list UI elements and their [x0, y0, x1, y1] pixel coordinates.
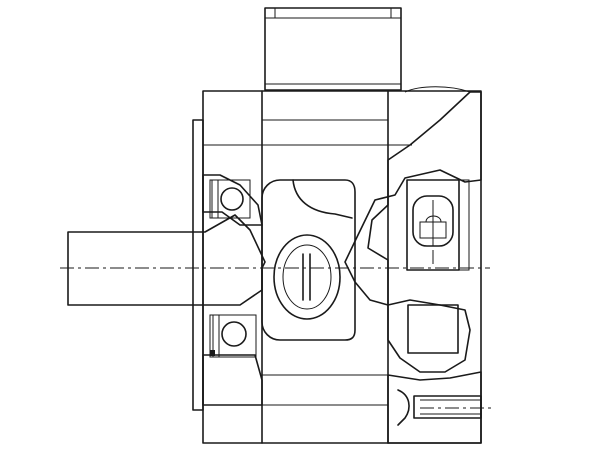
input-shaft [67, 214, 266, 306]
side-cover [404, 86, 471, 271]
universal-joint [261, 179, 356, 341]
centerlines [60, 200, 492, 409]
top-cap [264, 7, 402, 91]
right-gear-section [344, 91, 482, 444]
lower-bearing-housing [202, 314, 263, 406]
upper-bearing-housing [202, 174, 263, 226]
housing [192, 90, 482, 444]
